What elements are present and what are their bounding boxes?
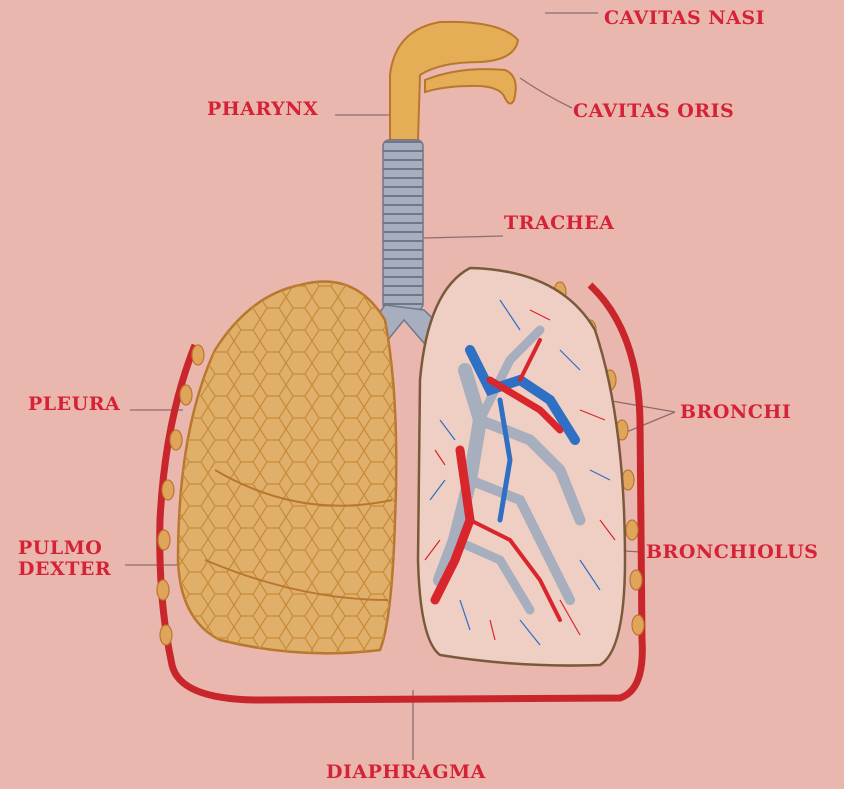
label-pulmo-dexter: PULMO DEXTER <box>18 538 111 580</box>
label-cavitas-oris: CAVITAS ORIS <box>573 101 734 122</box>
label-bronchi: BRONCHI <box>680 402 791 423</box>
label-cavitas-nasi: CAVITAS NASI <box>604 8 765 29</box>
leader-trachea <box>424 236 503 238</box>
left-lung <box>418 268 625 666</box>
label-pharynx: PHARYNX <box>207 99 318 120</box>
label-bronchiolus: BRONCHIOLUS <box>646 542 818 563</box>
label-pulmo-line1: PULMO <box>18 538 111 559</box>
label-pulmo-line2: DEXTER <box>18 559 111 580</box>
nasal-oral-cavity <box>390 22 518 140</box>
label-trachea: TRACHEA <box>504 213 614 234</box>
label-pleura: PLEURA <box>28 394 120 415</box>
label-diaphragma: DIAPHRAGMA <box>326 762 486 783</box>
right-lung <box>178 282 396 654</box>
leader-cavitas-oris <box>520 78 572 108</box>
